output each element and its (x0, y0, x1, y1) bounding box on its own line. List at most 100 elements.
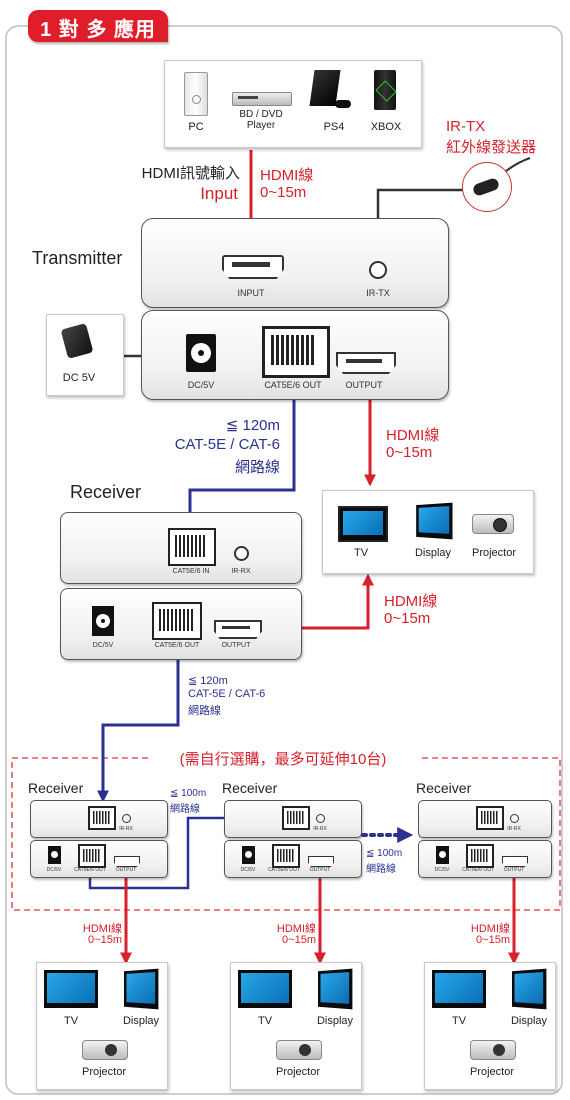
dc-port (186, 334, 216, 372)
cat-cable-1-distance: ≦ 120m (225, 417, 280, 434)
bottom-display-icon-1 (123, 968, 159, 1010)
cat-out-port (262, 326, 330, 378)
bottom-hdmi-1-cable: HDMI線 (82, 923, 122, 935)
display-icon-top (416, 502, 453, 540)
bd-player-icon (232, 92, 292, 106)
bottom-tv-icon-2 (238, 970, 292, 1008)
receiver-dc-label: DC/5V (92, 642, 114, 649)
tv-icon-top (338, 506, 388, 542)
expansion-receiver-3-cat-out-label: CAT5E/6 OUT (462, 867, 494, 873)
expansion-receiver-3-title: Receiver (416, 780, 472, 796)
hdmi-out-2-length: 0~15m (384, 610, 431, 627)
expansion-receiver-3-hdmi-port (502, 856, 528, 867)
expansion-receiver-3-cat-port (476, 806, 504, 830)
expansion-receiver-3-dc-label: DC/5V (434, 867, 450, 873)
bottom-projector-icon-2 (276, 1040, 322, 1060)
bottom-display-icon-3 (511, 968, 547, 1010)
hdmi-input-label: HDMI訊號輸入 (141, 165, 240, 182)
expansion-receiver-2-title: Receiver (222, 780, 278, 796)
display-label-top: Display (414, 547, 452, 559)
cat-cable-2-name: 網路線 (188, 705, 221, 717)
expansion-receiver-2-irrx-label: IR-RX (313, 826, 327, 832)
expansion-link-2-name: 網路線 (366, 864, 396, 875)
expansion-receiver-1-cat-out (78, 844, 106, 868)
cat-in-port (168, 528, 216, 566)
bottom-hdmi-3-cable: HDMI線 (470, 923, 510, 935)
hdmi-input-length: 0~15m (260, 184, 307, 201)
outer-frame (5, 25, 563, 1095)
transmitter-title: Transmitter (32, 248, 123, 268)
expansion-receiver-2-cat-port (282, 806, 310, 830)
bottom-display-label-3: Display (510, 1015, 548, 1027)
transmitter-top-panel (141, 218, 449, 308)
expansion-receiver-1-output-label: OUTPUT (115, 867, 137, 873)
bottom-projector-label-3: Projector (469, 1066, 515, 1078)
bd-player-label: BD / DVD Player (239, 109, 283, 131)
bottom-tv-label-1: TV (63, 1015, 79, 1027)
expansion-receiver-3-dc-port (436, 846, 449, 864)
transmitter-cat-label: CAT5E/6 OUT (264, 380, 322, 390)
irtx-port (369, 261, 387, 279)
xbox-label: XBOX (370, 121, 402, 133)
expansion-receiver-2-irrx-port (316, 814, 325, 823)
hdmi-out-2-cable: HDMI線 (384, 593, 438, 610)
bottom-tv-label-3: TV (451, 1015, 467, 1027)
bottom-projector-label-2: Projector (275, 1066, 321, 1078)
cat-cable-1-name: 網路線 (234, 459, 280, 476)
ps4-label: PS4 (323, 121, 345, 133)
bottom-projector-label-1: Projector (81, 1066, 127, 1078)
expansion-receiver-2-dc-port (242, 846, 255, 864)
cat-cable-2 (97, 660, 180, 803)
hdmi-out-1-cable: HDMI線 (386, 427, 440, 444)
projector-icon-top (472, 514, 514, 534)
expansion-receiver-2-dc-label: DC/5V (240, 867, 256, 873)
irrx-port (234, 546, 249, 561)
receiver-cat-out-label: CAT5E/6 OUT (154, 642, 200, 649)
receiver-output-label: OUTPUT (221, 642, 251, 649)
cat-link-1 (88, 813, 274, 890)
bottom-display-icon-2 (317, 968, 353, 1010)
receiver-title: Receiver (70, 482, 142, 502)
irtx-subtitle: 紅外線發送器 (446, 139, 537, 156)
transmitter-output-label: OUTPUT (345, 380, 383, 390)
bottom-hdmi-2-cable: HDMI線 (276, 923, 316, 935)
hdmi-out-1-length: 0~15m (386, 444, 433, 461)
pc-label: PC (188, 121, 204, 133)
hdmi-input-cable-label: HDMI線 (260, 167, 314, 184)
xbox-icon (374, 70, 397, 110)
expansion-receiver-1-hdmi-port (114, 856, 140, 867)
cat-cable-1 (184, 392, 296, 527)
cat-cable-2-type: CAT-5E / CAT-6 (188, 688, 266, 700)
pc-icon (184, 72, 208, 116)
bottom-display-label-1: Display (122, 1015, 160, 1027)
expansion-link-1-name: 網路線 (170, 804, 200, 815)
receiver-dc-port (92, 606, 114, 636)
expansion-receiver-2-output-label: OUTPUT (309, 867, 331, 873)
expansion-receiver-3-output-label: OUTPUT (503, 867, 525, 873)
transmitter-irtx-label: IR-TX (366, 288, 390, 298)
bottom-tv-icon-1 (44, 970, 98, 1008)
bottom-hdmi-2-length: 0~15m (282, 934, 316, 946)
dc-adapter-label: DC 5V (62, 372, 96, 384)
transmitter-input-label: INPUT (237, 288, 265, 298)
expansion-receiver-1-cat-port (88, 806, 116, 830)
expansion-receiver-1-title: Receiver (28, 780, 84, 796)
expansion-receiver-2-hdmi-port (308, 856, 334, 867)
expansion-receiver-2-cat-out-label: CAT5E/6 OUT (268, 867, 300, 873)
expansion-receiver-1-irrx-label: IR-RX (119, 826, 133, 832)
expansion-receiver-1-dc-port (48, 846, 61, 864)
cat-cable-2-distance: ≦ 120m (188, 675, 228, 687)
cat-cable-1-type: CAT-5E / CAT-6 (174, 436, 280, 453)
expansion-receiver-1-irrx-port (122, 814, 131, 823)
hdmi-output-port (336, 352, 396, 374)
expansion-link-1-distance: ≦ 100m (170, 788, 207, 799)
transmitter-dc-label: DC/5V (187, 380, 215, 390)
title-badge-text: 1 對 多 應用 (40, 19, 156, 41)
ps4-controller-icon (335, 100, 351, 108)
receiver-cat-in-label: CAT5E/6 IN (172, 568, 210, 575)
receiver-cat-out-port (152, 602, 202, 640)
bottom-tv-icon-3 (432, 970, 486, 1008)
title-badge (28, 10, 168, 42)
irtx-device-icon (462, 162, 512, 212)
bottom-hdmi-1-length: 0~15m (88, 934, 122, 946)
